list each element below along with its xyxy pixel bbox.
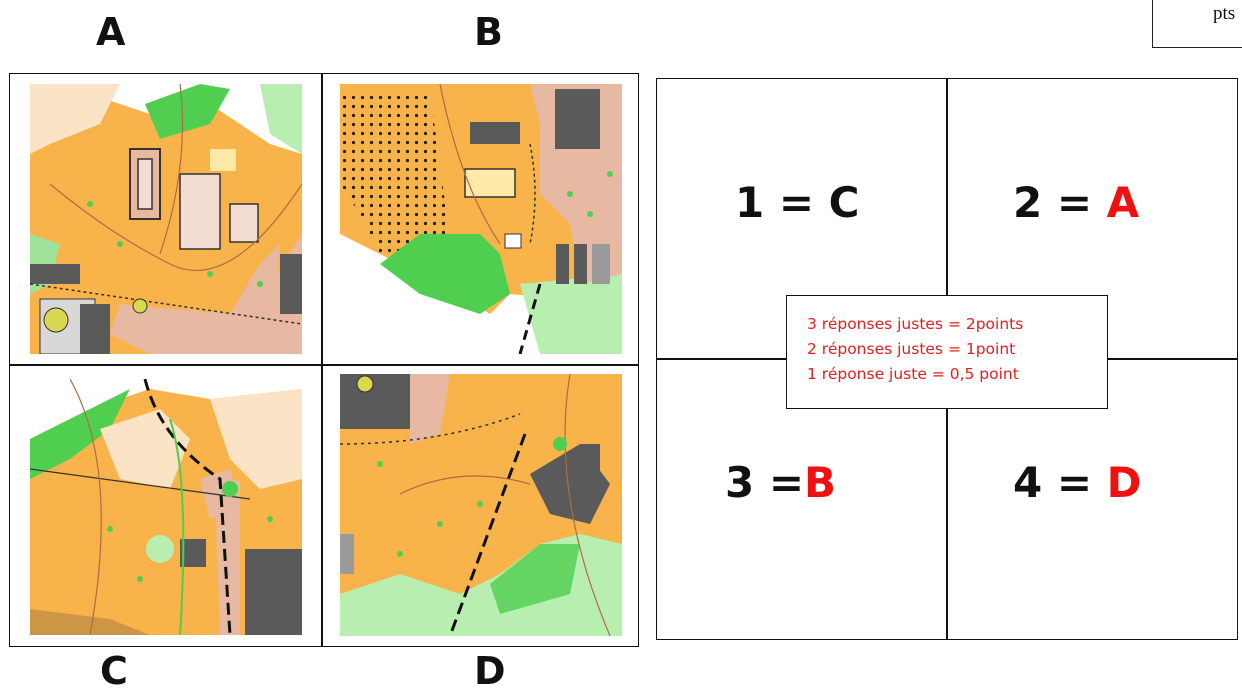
answer-4-number: 4 =	[1013, 458, 1093, 507]
answer-4: 4 = D	[1013, 462, 1142, 504]
tile-label-b: B	[474, 10, 503, 54]
scoring-rules-box: 3 réponses justes = 2points 2 réponses j…	[786, 295, 1108, 409]
points-label: pts	[1213, 3, 1236, 24]
answer-2: 2 = A	[1013, 182, 1139, 224]
answer-3-value: B	[804, 458, 837, 507]
answer-4-value: D	[1106, 458, 1142, 507]
scoring-rule-3: 3 réponses justes = 2points	[807, 315, 1024, 333]
orienteering-map-a	[30, 84, 302, 354]
tile-label-a: A	[96, 10, 126, 54]
map-grid-vertical-divider	[321, 74, 323, 646]
answer-3: 3 =B	[725, 462, 836, 504]
points-box: pts	[1152, 0, 1242, 48]
map-grid-horizontal-divider	[10, 364, 638, 366]
answer-1: 1 = C	[735, 182, 860, 224]
orienteering-map-d	[340, 374, 622, 636]
answers-grid: 1 = C 2 = A 3 =B 4 = D	[656, 78, 1238, 640]
answer-2-value: A	[1106, 178, 1140, 227]
orienteering-map-c	[30, 379, 302, 635]
map-tile-a	[30, 84, 302, 354]
answer-3-number: 3 =	[725, 458, 805, 507]
answer-2-number: 2 =	[1013, 178, 1093, 227]
map-tile-d	[340, 374, 622, 636]
map-tile-b	[340, 84, 622, 354]
map-tiles-grid	[9, 73, 639, 647]
scoring-rule-1: 1 réponse juste = 0,5 point	[807, 365, 1019, 383]
map-tile-c	[30, 379, 302, 635]
orienteering-map-b	[340, 84, 622, 354]
tile-label-c: C	[100, 649, 128, 693]
answer-1-number: 1 =	[735, 178, 815, 227]
answer-1-value: C	[828, 178, 860, 227]
tile-label-d: D	[474, 649, 506, 693]
scoring-rule-2: 2 réponses justes = 1point	[807, 340, 1016, 358]
